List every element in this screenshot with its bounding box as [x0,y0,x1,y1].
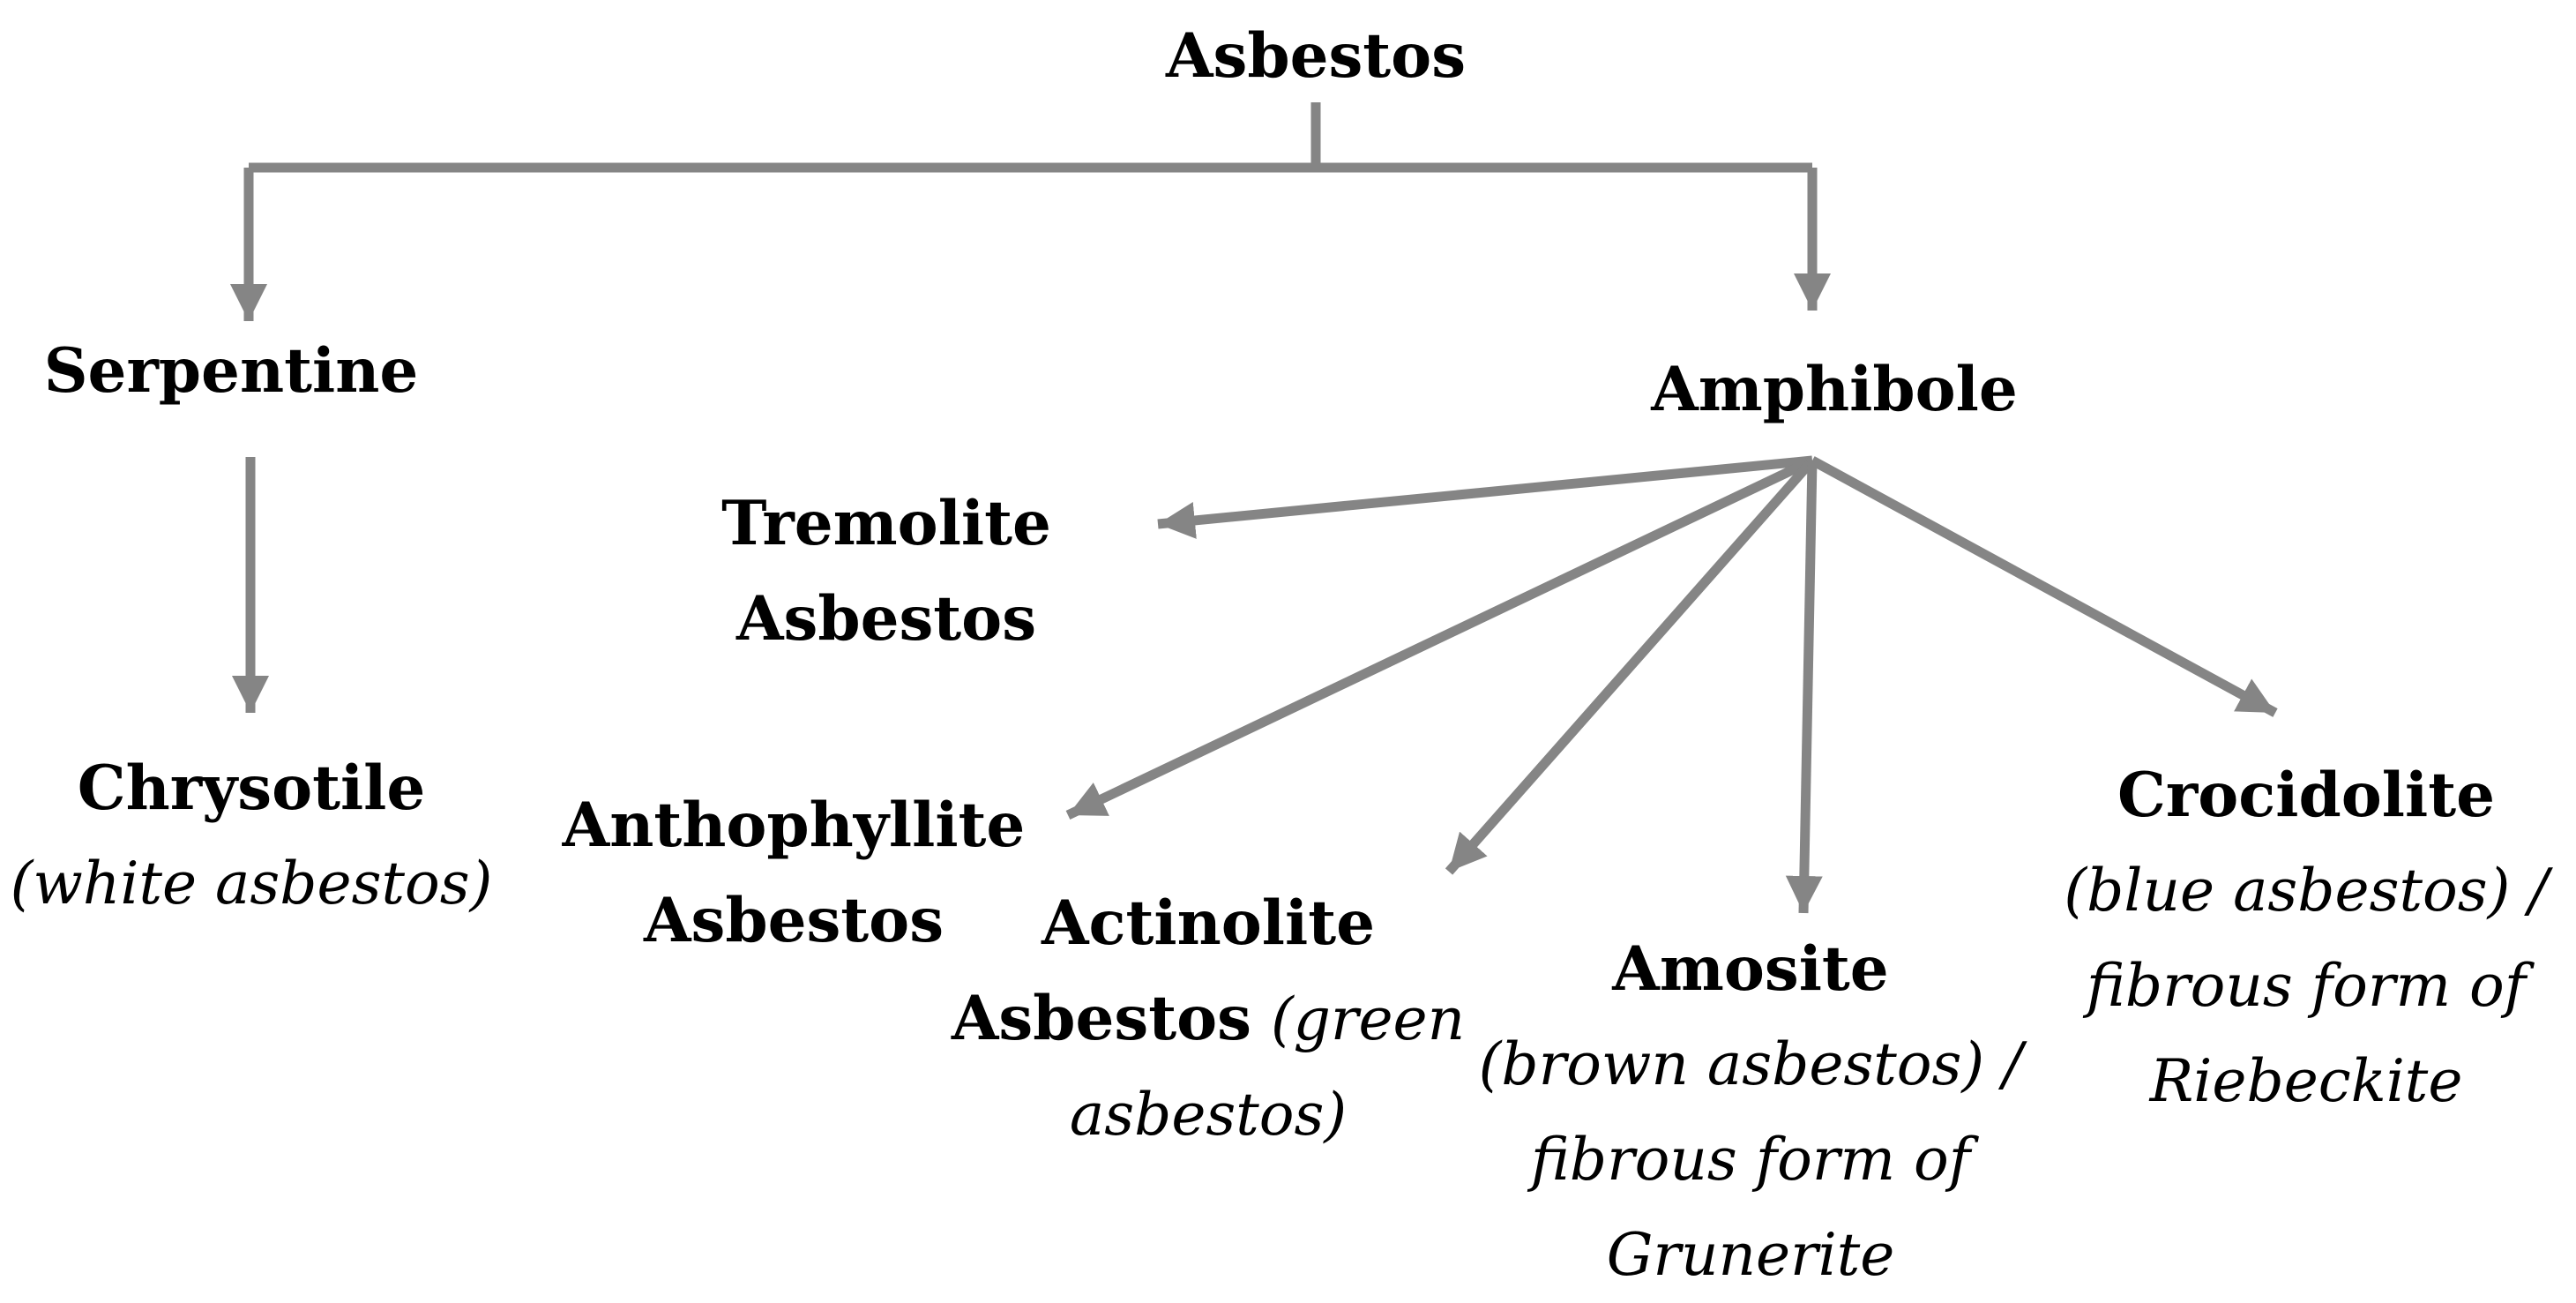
crocidolite-name: Crocidolite [2117,760,2495,831]
actinolite-line-2: Asbestos (green [935,971,1482,1067]
node-chrysotile: Chrysotile (white asbestos) [0,741,503,932]
actinolite-line-2-note: (green [1270,985,1466,1053]
node-tremolite-asbestos: Tremolite Asbestos [688,476,1085,667]
node-anthophyllite-asbestos: Anthophyllite Asbestos [551,778,1036,969]
tremolite-line-2: Asbestos [735,583,1037,655]
amosite-name: Amosite [1612,933,1889,1005]
crocidolite-note-1: (blue asbestos) / [2064,857,2549,925]
chrysotile-note: (white asbestos) [10,850,493,917]
arrow-amphibole-to-anthophyllite [1065,456,1815,820]
node-asbestos-label: Asbestos [1165,20,1467,92]
root-bracket-connector [249,102,1812,173]
node-actinolite-asbestos: Actinolite Asbestos (green asbestos) [935,876,1482,1163]
node-amphibole: Amphibole [1614,342,2055,438]
crocidolite-note-2: fibrous form of [2086,952,2527,1020]
actinolite-line-1: Actinolite [1041,887,1376,959]
node-amphibole-label: Amphibole [1651,354,2018,425]
arrow-amphibole-to-actinolite [1445,457,1817,875]
arrow-amphibole-to-tremolite [1157,455,1813,539]
amosite-note-1: (brown asbestos) / [1478,1030,2023,1098]
node-serpentine: Serpentine [28,324,434,419]
arrow-amphibole-to-amosite [1785,460,1823,914]
chrysotile-name: Chrysotile [77,753,426,824]
tremolite-line-1: Tremolite [721,488,1051,559]
actinolite-line-2-name: Asbestos [951,983,1251,1054]
crocidolite-note-3: Riebeckite [2149,1047,2463,1115]
node-asbestos: Asbestos [1139,9,1492,104]
actinolite-line-3: asbestos) [1069,1081,1348,1149]
node-amosite: Amosite (brown asbestos) / fibrous form … [1464,922,2037,1303]
amosite-note-3: Grunerite [1606,1221,1895,1289]
anthophyllite-line-1: Anthophyllite [562,790,1026,861]
arrow-amphibole-to-crocidolite [1810,456,2278,717]
node-crocidolite: Crocidolite (blue asbestos) / fibrous fo… [2055,748,2557,1129]
amosite-note-2: fibrous form of [1530,1126,1971,1194]
node-serpentine-label: Serpentine [43,335,419,407]
anthophyllite-line-2: Asbestos [643,885,945,956]
